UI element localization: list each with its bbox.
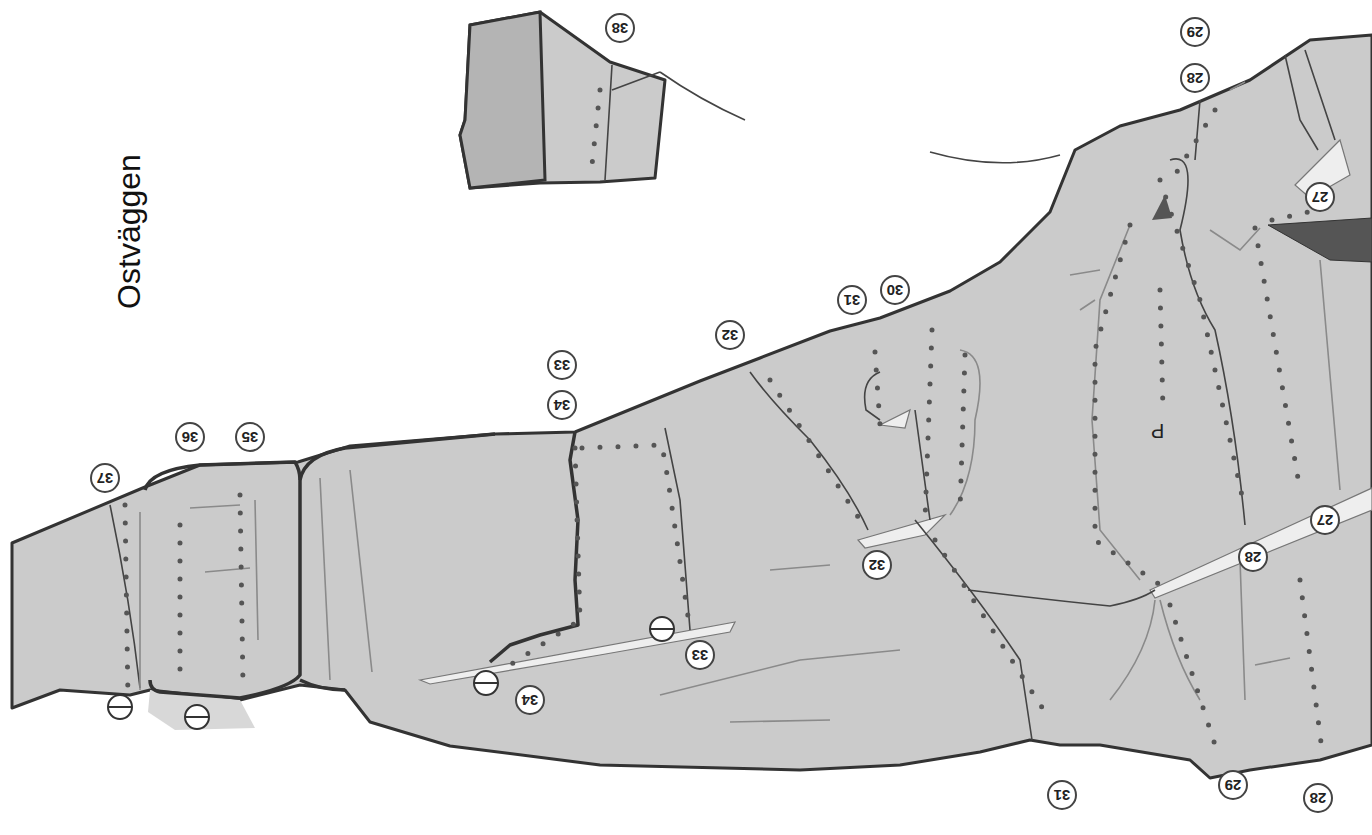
route-number: 37 bbox=[90, 463, 120, 493]
route-number: 29 bbox=[1180, 17, 1210, 47]
route-number: 27 bbox=[1310, 505, 1340, 535]
route-number: 38 bbox=[605, 13, 635, 43]
boulder bbox=[460, 12, 665, 188]
route-number: 32 bbox=[862, 550, 892, 580]
rock-face bbox=[12, 35, 1372, 778]
route-number: 35 bbox=[235, 422, 265, 452]
route-number: 30 bbox=[880, 275, 910, 305]
route-number: 34 bbox=[515, 685, 545, 715]
route-number: 28 bbox=[1180, 63, 1210, 93]
route-number: 32 bbox=[715, 320, 745, 350]
route-number: 28 bbox=[1238, 542, 1268, 572]
route-number: 34 bbox=[547, 390, 577, 420]
route-number: 31 bbox=[837, 285, 867, 315]
route-number: 28 bbox=[1303, 783, 1333, 813]
route-number: 33 bbox=[685, 640, 715, 670]
route-number: 31 bbox=[1047, 780, 1077, 810]
route-number: 27 bbox=[1305, 182, 1335, 212]
route-number: 33 bbox=[547, 350, 577, 380]
route-number: 29 bbox=[1218, 770, 1248, 800]
wall-title: Ostväggen bbox=[110, 154, 147, 309]
route-number: 36 bbox=[175, 422, 205, 452]
area-mark: P bbox=[1151, 419, 1164, 442]
